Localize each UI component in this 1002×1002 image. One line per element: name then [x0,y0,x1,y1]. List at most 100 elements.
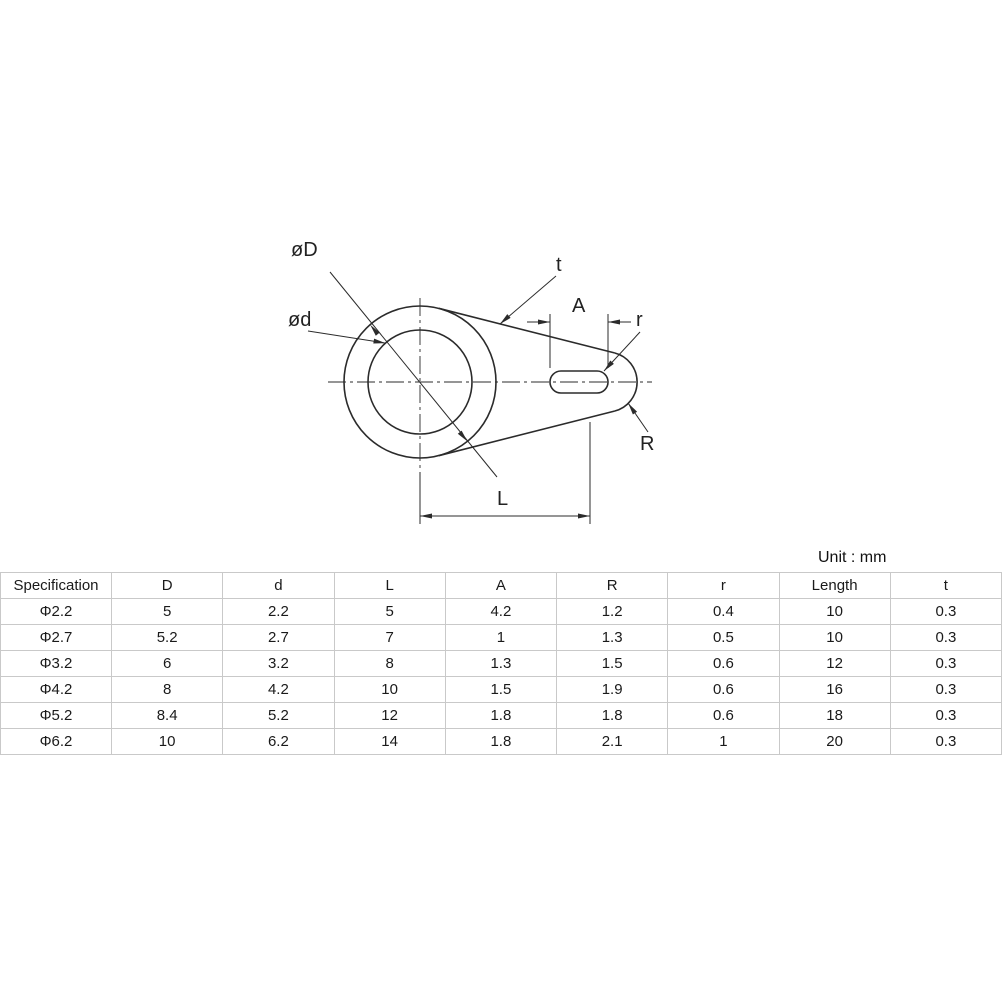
label-slot-width: A [572,295,586,317]
table-cell: Φ3.2 [0,650,112,677]
table-cell: 0.3 [889,598,1002,625]
tab-bottom-edge [438,410,615,457]
table-cell: 0.4 [667,598,780,625]
table-cell: 5 [333,598,446,625]
table-cell: 1.2 [555,598,669,625]
table-cell: 1.5 [444,676,558,703]
table-cell: 4.2 [222,676,335,703]
table-cell: 1.8 [555,702,669,729]
table-cell: 0.3 [889,676,1002,703]
table-cell: 6.2 [222,728,335,755]
tab-top-edge [438,307,615,354]
center-lines [328,298,652,470]
table-cell: 8.4 [110,702,224,729]
arrowhead [608,319,620,325]
arrowhead [578,513,590,519]
table-cell: 10 [778,624,891,651]
column-header: A [444,572,558,599]
table-cell: 1.8 [444,728,558,755]
arrowhead [420,513,432,519]
table-cell: 2.7 [222,624,335,651]
table-cell: 12 [333,702,446,729]
table-cell: 4.2 [444,598,558,625]
label-length: L [497,488,508,510]
table-cell: 0.5 [667,624,780,651]
table-cell: 6 [110,650,224,677]
label-outer-diameter: øD [291,239,318,261]
table-cell: 12 [778,650,891,677]
table-cell: 1.5 [555,650,669,677]
arrowhead [373,338,386,344]
label-inner-diameter: ød [288,309,311,331]
table-cell: 1.9 [555,676,669,703]
table-cell: 3.2 [222,650,335,677]
dimension-lines [307,271,649,524]
table-cell: 2.1 [555,728,669,755]
arrowhead [457,430,468,442]
arrowhead [370,324,380,336]
column-header: Length [778,572,891,599]
column-header: Specification [0,572,112,599]
table-cell: 0.3 [889,702,1002,729]
inner-diameter-leader [307,330,386,344]
diameter-leader-line [329,271,498,478]
column-header: R [555,572,669,599]
table-cell: 1.8 [444,702,558,729]
table-cell: 7 [333,624,446,651]
arrowhead [500,314,511,324]
table-cell: 1 [667,728,780,755]
table-cell: Φ2.2 [0,598,112,625]
table-cell: 10 [778,598,891,625]
table-cell: 16 [778,676,891,703]
table-cell: 20 [778,728,891,755]
label-slot-radius: r [636,309,643,331]
thickness-leader [499,275,557,325]
table-cell: 10 [333,676,446,703]
column-header: L [333,572,446,599]
table-cell: Φ2.7 [0,624,112,651]
table-cell: 2.2 [222,598,335,625]
table-cell: 1.3 [444,650,558,677]
table-cell: 0.6 [667,676,780,703]
arrowhead [538,319,550,325]
label-thickness: t [556,254,562,276]
tab-end-arc [614,352,638,412]
label-end-radius: R [640,433,654,455]
arrowhead [628,403,638,415]
table-cell: 1.3 [555,624,669,651]
column-header: r [667,572,780,599]
table-cell: 8 [110,676,224,703]
table-cell: 10 [110,728,224,755]
unit-label: Unit : mm [818,549,887,566]
table-cell: 5.2 [110,624,224,651]
table-cell: 8 [333,650,446,677]
table-cell: 0.6 [667,650,780,677]
table-cell: 0.3 [889,624,1002,651]
arrowhead [604,360,614,371]
table-cell: Φ4.2 [0,676,112,703]
table-cell: 0.3 [889,728,1002,755]
column-header: d [222,572,335,599]
table-cell: 18 [778,702,891,729]
slot-hole [549,370,609,394]
column-header: D [110,572,224,599]
technical-drawing: øD ød t A r R L [288,239,654,524]
column-header: t [889,572,1002,599]
table-cell: 5 [110,598,224,625]
table-cell: 0.3 [889,650,1002,677]
table-cell: 14 [333,728,446,755]
table-cell: 1 [444,624,558,651]
table-cell: 5.2 [222,702,335,729]
table-cell: Φ5.2 [0,702,112,729]
table-cell: Φ6.2 [0,728,112,755]
